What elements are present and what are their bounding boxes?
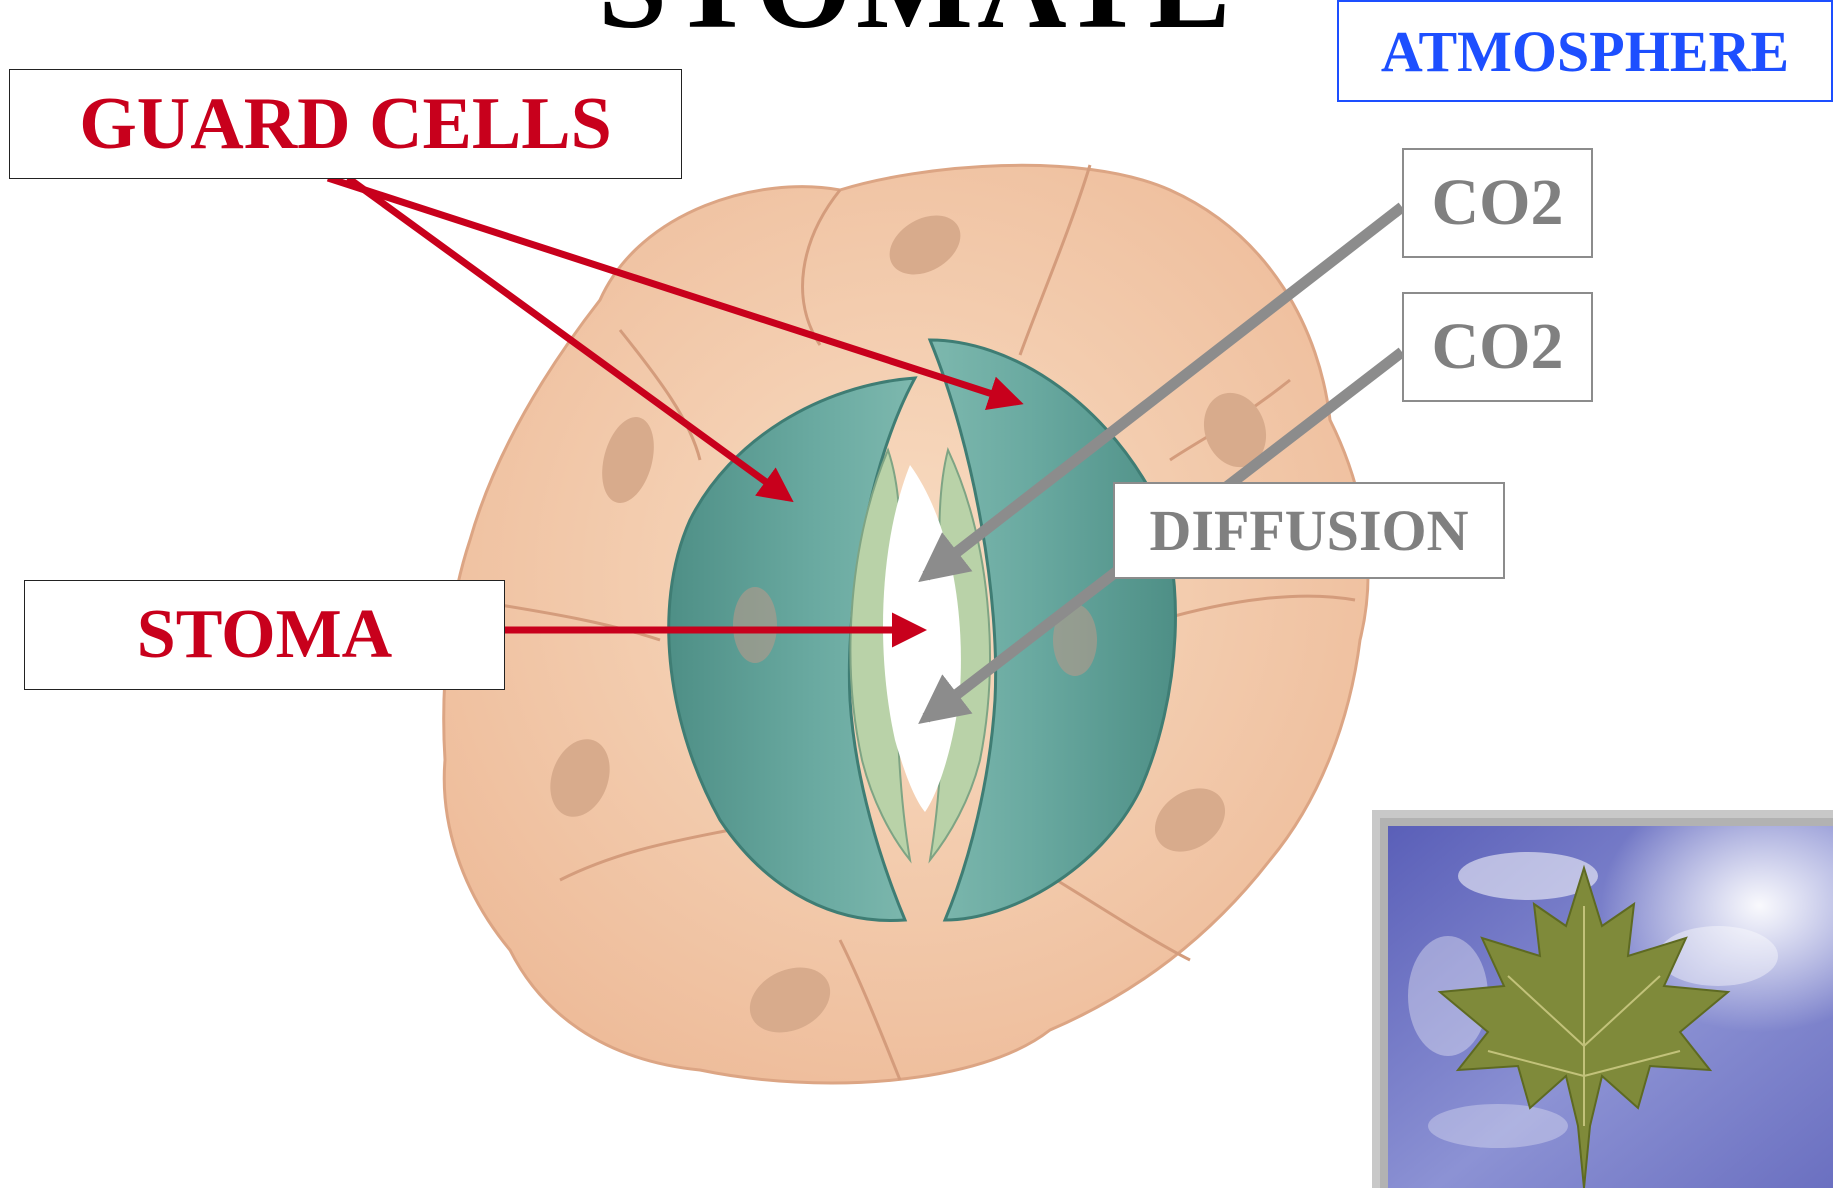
co2-label-bottom: CO2 xyxy=(1402,292,1593,402)
diffusion-label: DIFFUSION xyxy=(1113,482,1505,579)
maple-leaf-icon xyxy=(1388,826,1833,1188)
stoma-label: STOMA xyxy=(24,580,505,690)
leaf-photo xyxy=(1372,810,1833,1188)
atmosphere-label: ATMOSPHERE xyxy=(1337,0,1833,102)
guard-cells-label: GUARD CELLS xyxy=(9,69,682,179)
co2-label-top: CO2 xyxy=(1402,148,1593,258)
